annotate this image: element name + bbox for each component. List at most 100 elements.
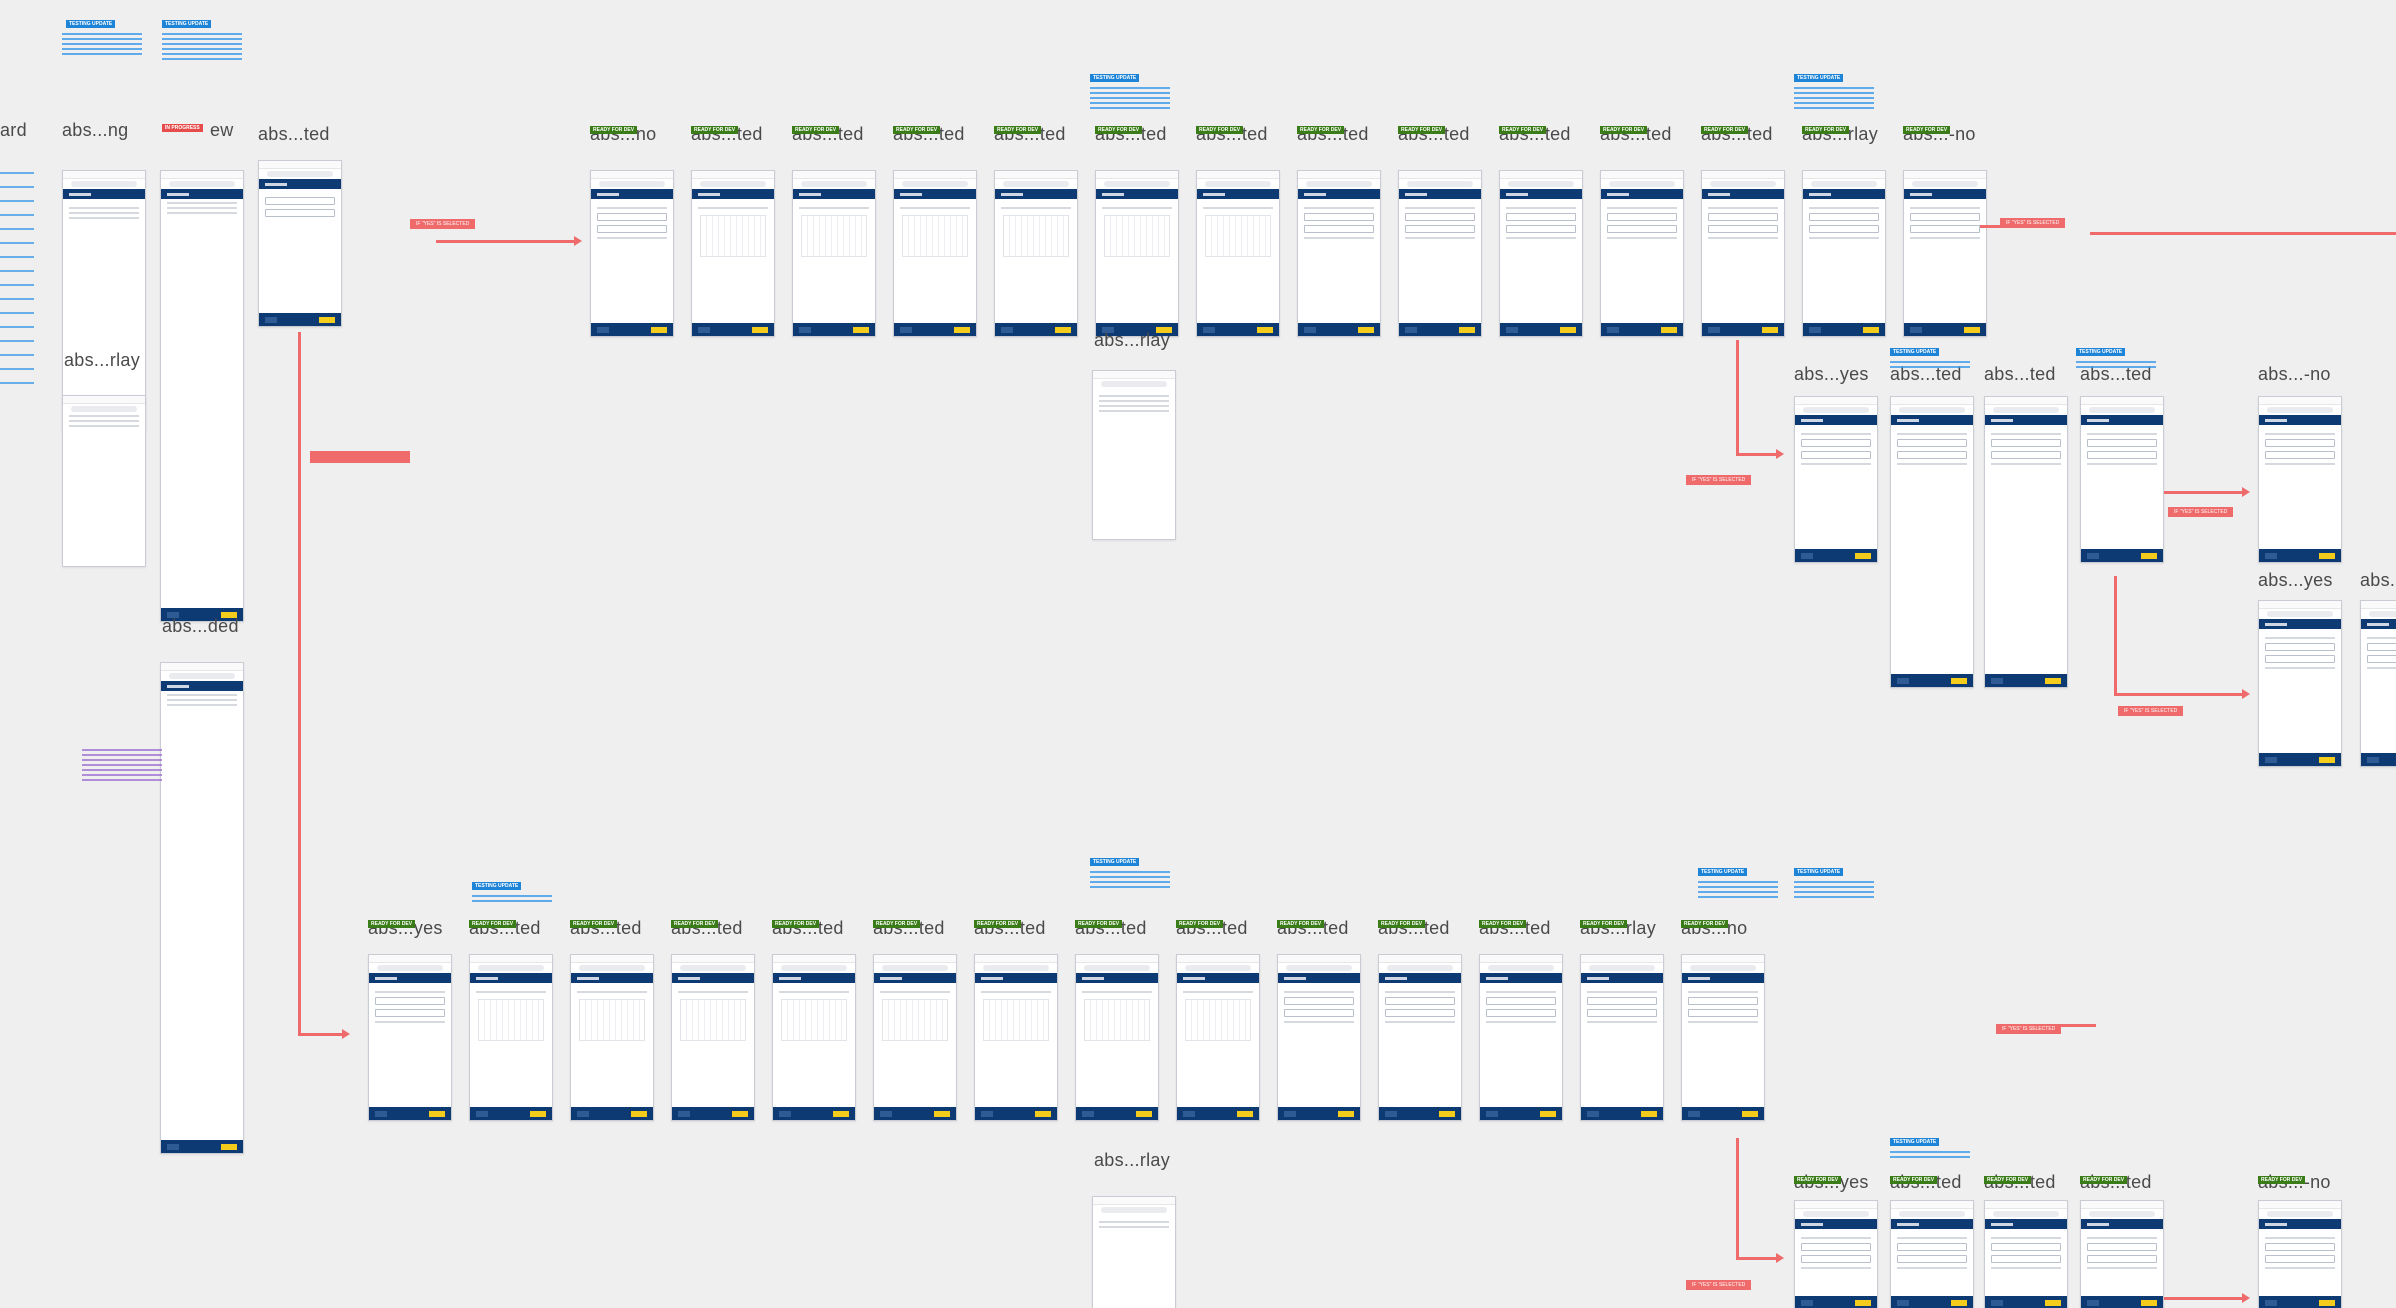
arrow-icon bbox=[2242, 689, 2250, 699]
frame-label-ng: abs...ng bbox=[62, 120, 129, 140]
testing-note: TESTING UPDATE bbox=[1090, 66, 1170, 112]
screen-frame[interactable] bbox=[368, 954, 452, 1121]
screen-frame[interactable] bbox=[691, 170, 775, 337]
arrow-icon bbox=[2242, 487, 2250, 497]
arrow-icon bbox=[574, 236, 582, 246]
ready-badge: READY FOR DEV bbox=[2080, 1176, 2128, 1184]
frame-label-rlay-bottom: abs...rlay bbox=[1094, 1150, 1171, 1170]
screen-frame[interactable] bbox=[893, 170, 977, 337]
ready-badge: READY FOR DEV bbox=[1095, 126, 1143, 134]
screen-frame[interactable] bbox=[873, 954, 957, 1121]
progress-badge: IN PROGRESS bbox=[162, 124, 203, 132]
ready-badge: READY FOR DEV bbox=[1176, 920, 1224, 928]
screen-frame[interactable] bbox=[2258, 600, 2342, 767]
arrow-icon bbox=[342, 1029, 350, 1039]
screen-frame[interactable] bbox=[974, 954, 1058, 1121]
arrow-icon bbox=[1776, 1253, 1784, 1263]
ready-badge: READY FOR DEV bbox=[1499, 126, 1547, 134]
screen-frame[interactable] bbox=[994, 170, 1078, 337]
condition-label: IF "YES" IS SELECTED bbox=[1686, 1280, 1752, 1290]
screen-frame[interactable] bbox=[1196, 170, 1280, 337]
ready-badge: READY FOR DEV bbox=[671, 920, 719, 928]
screen-work-state[interactable] bbox=[62, 395, 146, 567]
connector-line bbox=[2090, 232, 2396, 235]
screen-frame[interactable] bbox=[1600, 170, 1684, 337]
screen-frame[interactable] bbox=[1398, 170, 1482, 337]
screen-overview-benefits-alt[interactable] bbox=[160, 662, 244, 1154]
screen-frame[interactable] bbox=[1984, 1200, 2068, 1308]
screen-frame[interactable] bbox=[1903, 170, 1987, 337]
ready-badge: READY FOR DEV bbox=[469, 920, 517, 928]
frame-label: abs...yes bbox=[2258, 570, 2333, 590]
connector-line bbox=[1736, 340, 1739, 454]
screen-frame[interactable] bbox=[671, 954, 755, 1121]
screen-frame[interactable] bbox=[1890, 1200, 1974, 1308]
screen-frame[interactable] bbox=[1297, 170, 1381, 337]
screen-frame[interactable] bbox=[1681, 954, 1765, 1121]
connector-line bbox=[2164, 1297, 2244, 1300]
connector-line bbox=[2164, 491, 2244, 494]
screen-frame[interactable] bbox=[1984, 396, 2068, 688]
testing-note: TESTING UPDATE bbox=[2076, 340, 2156, 371]
screen-frame[interactable] bbox=[1075, 954, 1159, 1121]
condition-label: IF "YES" IS SELECTED bbox=[2000, 218, 2066, 228]
frame-label: abs... bbox=[2360, 570, 2396, 590]
screen-frame[interactable] bbox=[1378, 954, 1462, 1121]
screen-baby-already[interactable] bbox=[258, 160, 342, 327]
ready-badge: READY FOR DEV bbox=[1479, 920, 1527, 928]
screen-defining-disability[interactable] bbox=[1092, 370, 1176, 540]
screen-frame[interactable] bbox=[1095, 170, 1179, 337]
screen-frame[interactable] bbox=[1580, 954, 1664, 1121]
screen-frame[interactable] bbox=[1176, 954, 1260, 1121]
screen-frame[interactable] bbox=[2258, 396, 2342, 563]
screen-frame[interactable] bbox=[590, 170, 674, 337]
screen-frame[interactable] bbox=[1794, 1200, 1878, 1308]
frame-label-rlay-top: abs...rlay bbox=[1094, 330, 1171, 350]
screen-frame[interactable] bbox=[2258, 1200, 2342, 1308]
ready-badge: READY FOR DEV bbox=[1984, 1176, 2032, 1184]
screen-frame[interactable] bbox=[792, 170, 876, 337]
screen-overview-benefits[interactable] bbox=[160, 170, 244, 622]
frame-label-ted: abs...ted bbox=[258, 124, 330, 144]
screen-frame[interactable] bbox=[1802, 170, 1886, 337]
ready-badge: READY FOR DEV bbox=[1580, 920, 1628, 928]
screen-frame[interactable] bbox=[1479, 954, 1563, 1121]
frame-label-rlay: abs...rlay bbox=[64, 350, 141, 370]
testing-note: TESTING UPDATE bbox=[1794, 860, 1874, 901]
screen-frame[interactable] bbox=[772, 954, 856, 1121]
screen-frame[interactable] bbox=[1794, 396, 1878, 563]
ready-badge: READY FOR DEV bbox=[1600, 126, 1648, 134]
screen-frame[interactable] bbox=[1277, 954, 1361, 1121]
condition-label: IF "YES" IS SELECTED bbox=[2168, 507, 2234, 517]
testing-badge: TESTING UPDATE bbox=[162, 20, 212, 28]
screen-congratulations[interactable] bbox=[62, 170, 146, 432]
screen-frame[interactable] bbox=[570, 954, 654, 1121]
screen-frame[interactable] bbox=[1890, 396, 1974, 688]
ready-badge: READY FOR DEV bbox=[1196, 126, 1244, 134]
screen-frame[interactable] bbox=[469, 954, 553, 1121]
left-annotation-column bbox=[0, 160, 34, 500]
testing-note: TESTING UPDATE bbox=[1890, 1130, 1970, 1161]
ready-badge: READY FOR DEV bbox=[974, 920, 1022, 928]
ready-badge: READY FOR DEV bbox=[1794, 1176, 1842, 1184]
screen-frame[interactable] bbox=[1701, 170, 1785, 337]
screen-frame[interactable] bbox=[2080, 1200, 2164, 1308]
ready-badge: READY FOR DEV bbox=[893, 126, 941, 134]
screen-frame[interactable] bbox=[1499, 170, 1583, 337]
ready-badge: READY FOR DEV bbox=[368, 920, 416, 928]
condition-label: IF "YES" IS SELECTED bbox=[2118, 706, 2184, 716]
frame-label: abs...ted bbox=[1984, 364, 2056, 384]
ready-badge: READY FOR DEV bbox=[590, 126, 638, 134]
condition-label: IF "YES" IS SELECTED bbox=[410, 219, 476, 229]
frame-label: abs...-no bbox=[2258, 364, 2331, 384]
ready-badge: READY FOR DEV bbox=[873, 920, 921, 928]
annotation-note bbox=[82, 746, 162, 784]
ready-badge: READY FOR DEV bbox=[1398, 126, 1446, 134]
screen-frame[interactable] bbox=[2080, 396, 2164, 563]
connector-line bbox=[1736, 1257, 1778, 1260]
screen-frame[interactable] bbox=[2360, 600, 2396, 767]
screen-defining-disability-alt[interactable] bbox=[1092, 1196, 1176, 1308]
condition-label: IF "YES" IS SELECTED bbox=[1996, 1024, 2062, 1034]
ready-badge: READY FOR DEV bbox=[1297, 126, 1345, 134]
